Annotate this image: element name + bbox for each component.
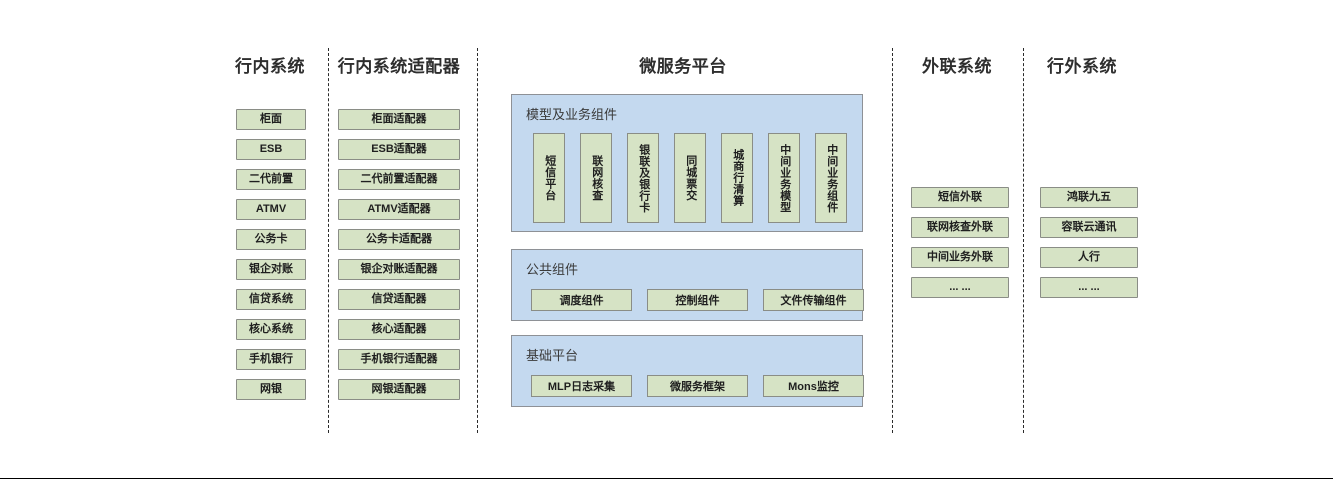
node-outside-bank-systems-2[interactable]: 人行 xyxy=(1040,247,1138,268)
column-title-internal-systems: 行内系统 xyxy=(235,57,305,76)
column-divider-0 xyxy=(328,48,329,433)
band-title-public-components: 公共组件 xyxy=(526,262,579,277)
node-internal-system-adapters-5[interactable]: 银企对账适配器 xyxy=(338,259,460,280)
node-internal-system-adapters-2[interactable]: 二代前置适配器 xyxy=(338,169,460,190)
node-model-business-components-2[interactable]: 银联及银行卡 xyxy=(627,133,659,223)
node-internal-system-adapters-9[interactable]: 网银适配器 xyxy=(338,379,460,400)
node-internal-system-adapters-6[interactable]: 信贷适配器 xyxy=(338,289,460,310)
node-internal-system-adapters-8[interactable]: 手机银行适配器 xyxy=(338,349,460,370)
node-model-business-components-4[interactable]: 城商行清算 xyxy=(721,133,753,223)
node-internal-systems-0[interactable]: 柜面 xyxy=(236,109,306,130)
node-internal-system-adapters-4[interactable]: 公务卡适配器 xyxy=(338,229,460,250)
column-divider-2 xyxy=(892,48,893,433)
bottom-rule xyxy=(0,478,1333,479)
node-internal-systems-4[interactable]: 公务卡 xyxy=(236,229,306,250)
node-external-link-systems-2[interactable]: 中间业务外联 xyxy=(911,247,1009,268)
band-model-business-components: 模型及业务组件短信平台 联网核查 银联及银行卡 同城票交 城商行清算 中间业务模型 中间业务… xyxy=(511,94,863,232)
node-base-platform-0[interactable]: MLP日志采集 xyxy=(531,375,632,397)
node-public-components-2[interactable]: 文件传输组件 xyxy=(763,289,864,311)
node-internal-systems-7[interactable]: 核心系统 xyxy=(236,319,306,340)
node-label-model-business-components-4: 城商行清算 xyxy=(731,149,744,207)
node-base-platform-1[interactable]: 微服务框架 xyxy=(647,375,748,397)
node-internal-system-adapters-0[interactable]: 柜面适配器 xyxy=(338,109,460,130)
column-title-internal-system-adapters: 行内系统适配器 xyxy=(337,57,461,76)
node-internal-systems-6[interactable]: 信贷系统 xyxy=(236,289,306,310)
band-base-platform: 基础平台 MLP日志采集微服务框架 Mons监控 xyxy=(511,335,864,407)
node-label-model-business-components-3: 同城票交 xyxy=(684,155,697,201)
node-public-components-0[interactable]: 调度组件 xyxy=(531,289,632,311)
node-external-link-systems-0[interactable]: 短信外联 xyxy=(911,187,1009,208)
node-base-platform-2[interactable]: Mons监控 xyxy=(763,375,864,397)
node-internal-systems-8[interactable]: 手机银行 xyxy=(236,349,306,370)
node-internal-systems-3[interactable]: ATMV xyxy=(236,199,306,220)
node-model-business-components-6[interactable]: 中间业务组件 xyxy=(815,133,847,223)
band-title-base-platform: 基础平台 xyxy=(526,348,579,363)
node-model-business-components-0[interactable]: 短信平台 xyxy=(533,133,565,223)
node-label-model-business-components-5: 中间业务模型 xyxy=(778,143,791,213)
platform-title: 微服务平台 xyxy=(639,57,727,76)
column-divider-3 xyxy=(1023,48,1024,433)
band-title-model-business-components: 模型及业务组件 xyxy=(526,107,618,122)
node-internal-system-adapters-3[interactable]: ATMV适配器 xyxy=(338,199,460,220)
node-label-model-business-components-1: 联网核查 xyxy=(590,155,603,201)
node-model-business-components-3[interactable]: 同城票交 xyxy=(674,133,706,223)
column-divider-1 xyxy=(477,48,478,433)
node-public-components-1[interactable]: 控制组件 xyxy=(647,289,748,311)
node-model-business-components-1[interactable]: 联网核查 xyxy=(580,133,612,223)
node-internal-system-adapters-1[interactable]: ESB适配器 xyxy=(338,139,460,160)
node-internal-systems-2[interactable]: 二代前置 xyxy=(236,169,306,190)
node-outside-bank-systems-1[interactable]: 容联云通讯 xyxy=(1040,217,1138,238)
node-label-model-business-components-0: 短信平台 xyxy=(543,155,556,201)
node-external-link-systems-1[interactable]: 联网核查外联 xyxy=(911,217,1009,238)
node-internal-systems-9[interactable]: 网银 xyxy=(236,379,306,400)
node-internal-systems-1[interactable]: ESB xyxy=(236,139,306,160)
node-outside-bank-systems-3[interactable]: ... ... xyxy=(1040,277,1138,298)
node-internal-systems-5[interactable]: 银企对账 xyxy=(236,259,306,280)
node-external-link-systems-3[interactable]: ... ... xyxy=(911,277,1009,298)
column-title-external-link-systems: 外联系统 xyxy=(922,57,992,76)
column-title-outside-bank-systems: 行外系统 xyxy=(1047,57,1117,76)
node-label-model-business-components-2: 银联及银行卡 xyxy=(637,143,650,213)
band-public-components: 公共组件调度组件控制组件文件传输组件 xyxy=(511,249,864,321)
node-label-model-business-components-6: 中间业务组件 xyxy=(825,143,838,213)
node-internal-system-adapters-7[interactable]: 核心适配器 xyxy=(338,319,460,340)
node-model-business-components-5[interactable]: 中间业务模型 xyxy=(768,133,800,223)
node-outside-bank-systems-0[interactable]: 鸿联九五 xyxy=(1040,187,1138,208)
